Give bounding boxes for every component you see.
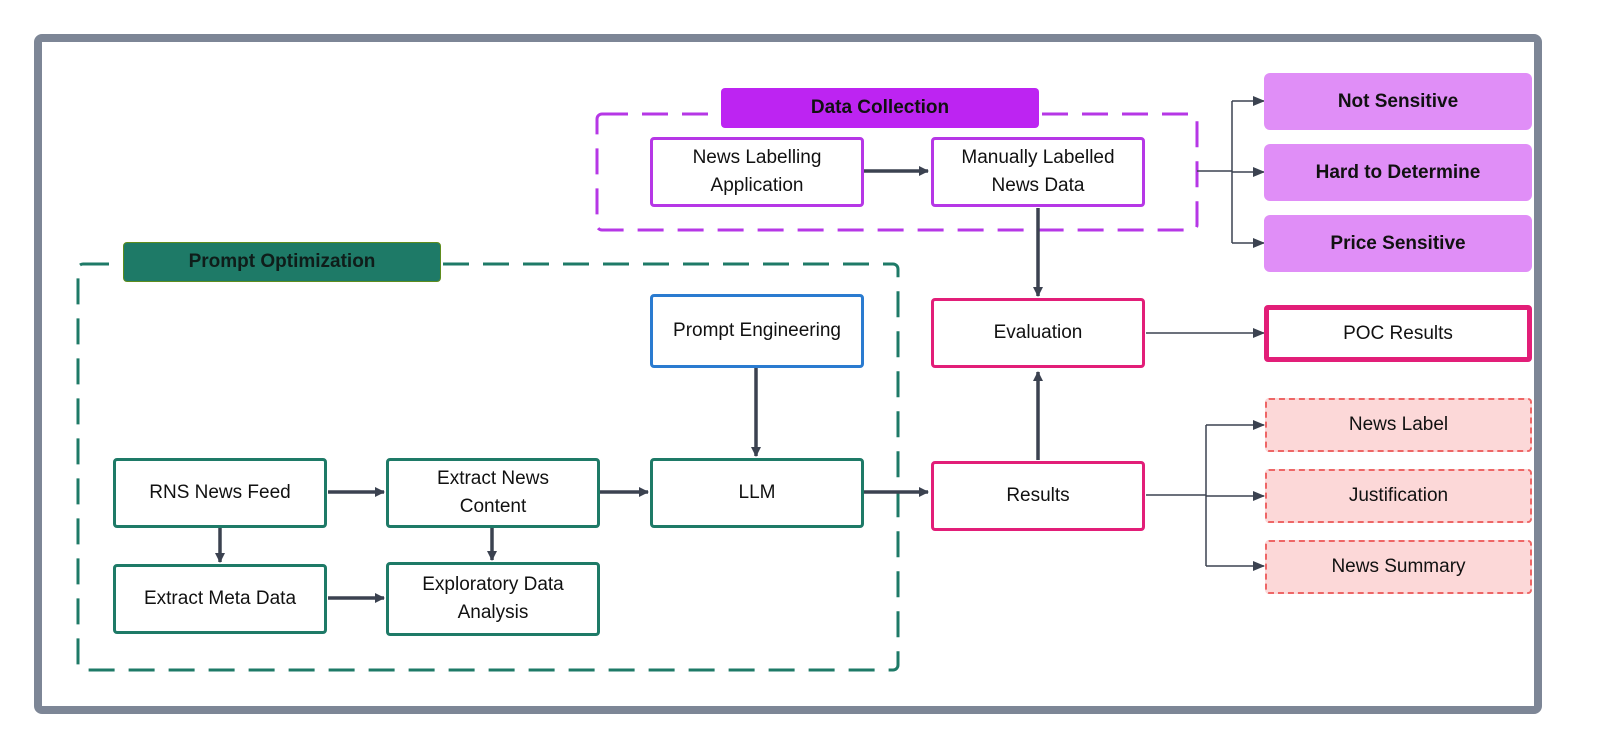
rns-news-feed-node: RNS News Feed — [113, 458, 327, 528]
category-price-sensitive: Price Sensitive — [1264, 215, 1532, 272]
llm-node: LLM — [650, 458, 864, 528]
output-news-label: News Label — [1265, 398, 1532, 452]
extract-news-content-node: Extract News Content — [386, 458, 600, 528]
extract-meta-data-node: Extract Meta Data — [113, 564, 327, 634]
bracket-results-to-outputs — [1146, 425, 1207, 566]
data-collection-title: Data Collection — [721, 88, 1039, 128]
evaluation-node: Evaluation — [931, 298, 1145, 368]
output-news-summary: News Summary — [1265, 540, 1532, 594]
prompt-optimization-title: Prompt Optimization — [123, 242, 441, 282]
bracket-labelled-to-categories — [1197, 101, 1233, 243]
poc-results-node: POC Results — [1264, 305, 1532, 362]
manually-labelled-news-data-node: Manually Labelled News Data — [931, 137, 1145, 207]
prompt-engineering-node: Prompt Engineering — [650, 294, 864, 368]
news-labelling-application-node: News Labelling Application — [650, 137, 864, 207]
category-hard-to-determine: Hard to Determine — [1264, 144, 1532, 201]
prompt-optimization-group — [76, 262, 900, 672]
category-not-sensitive: Not Sensitive — [1264, 73, 1532, 130]
exploratory-data-analysis-node: Exploratory Data Analysis — [386, 562, 600, 636]
results-node: Results — [931, 461, 1145, 531]
output-justification: Justification — [1265, 469, 1532, 523]
